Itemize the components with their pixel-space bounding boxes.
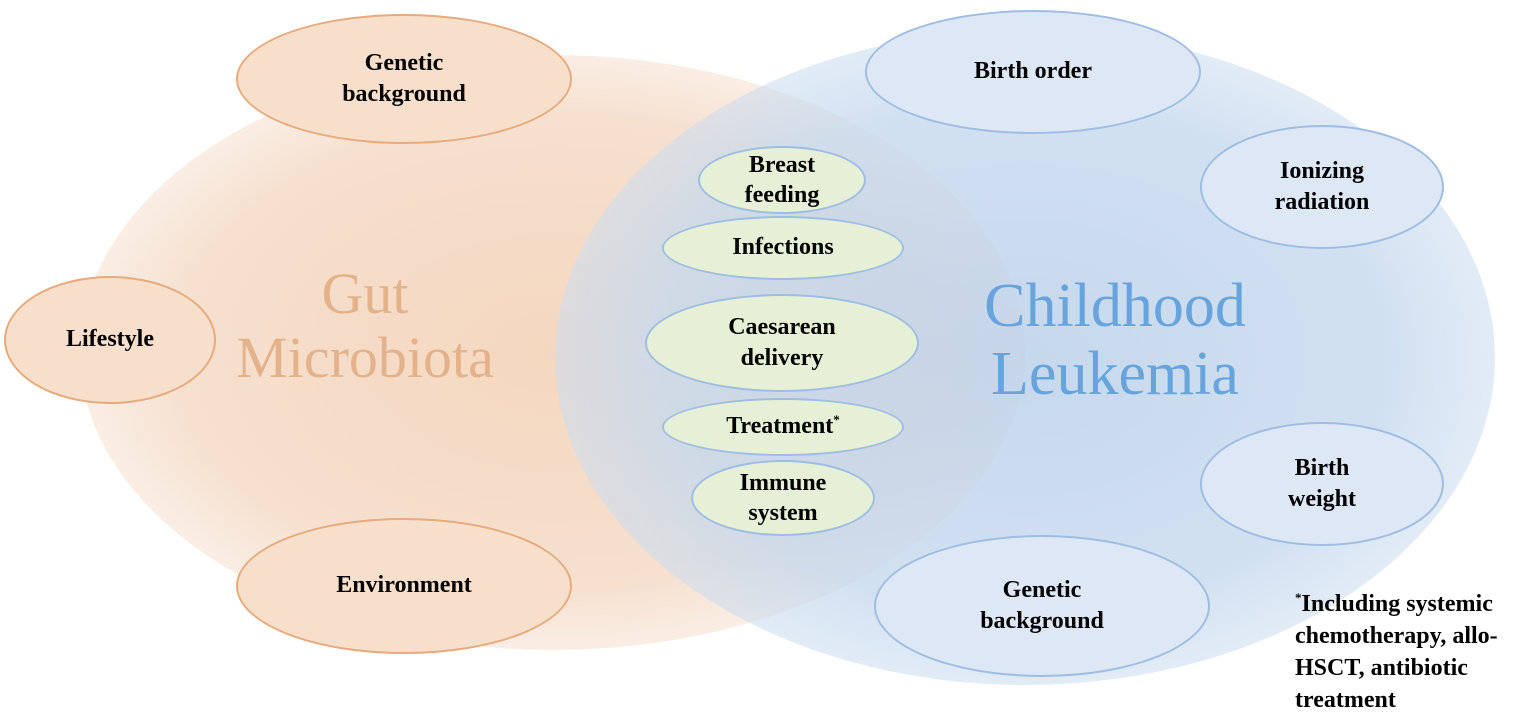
factor-label: Treatment: [726, 413, 834, 440]
footnote-line2: chemotherapy, allo-: [1295, 623, 1498, 649]
factor-label-line1: Caesarean: [728, 313, 836, 340]
childhood-leukemia-title: Childhood Leukemia: [960, 272, 1270, 408]
footnote-line1: Including systemic: [1301, 591, 1493, 617]
factor-genetic-background-gut: Genetic background: [236, 14, 572, 144]
factor-label-line2: radiation: [1274, 189, 1370, 215]
factor-label-line2: weight: [1288, 486, 1356, 512]
factor-label-line1: Genetic: [364, 49, 444, 76]
factor-label-line2: background: [342, 81, 466, 107]
shared-factor-infections: Infections: [662, 216, 904, 280]
leukemia-title-line2: Leukemia: [991, 340, 1239, 409]
factor-birth-weight: Birth weight: [1200, 422, 1444, 546]
factor-label-line2: system: [748, 500, 818, 526]
factor-environment: Environment: [236, 518, 572, 654]
footnote-line4: treatment: [1295, 687, 1396, 713]
shared-factor-treatment: Treatment*: [662, 398, 904, 456]
factor-genetic-background-leukemia: Genetic background: [874, 535, 1210, 677]
factor-label-line2: delivery: [740, 345, 824, 371]
factor-label-line1: Birth: [1294, 454, 1350, 481]
factor-birth-order: Birth order: [865, 10, 1201, 134]
footnote-mark: *: [1295, 590, 1302, 605]
shared-factor-breast-feeding: Breast feeding: [698, 146, 866, 214]
factor-label-line1: Breast: [748, 152, 816, 178]
factor-label-line1: Immune: [739, 470, 827, 496]
factor-label: Birth order: [974, 58, 1092, 85]
factor-lifestyle: Lifestyle: [4, 276, 216, 404]
factor-label: Environment: [336, 572, 472, 599]
shared-factor-immune-system: Immune system: [691, 460, 875, 536]
factor-ionizing-radiation: Ionizing radiation: [1200, 125, 1444, 249]
factor-label: Infections: [732, 234, 834, 261]
footnote-asterisk: *: [833, 412, 840, 428]
factor-label-line1: Genetic: [1002, 576, 1082, 603]
factor-label: Lifestyle: [66, 326, 154, 353]
gut-title-line2: Microbiota: [236, 324, 494, 390]
factor-label-line2: background: [980, 608, 1104, 634]
gut-microbiota-title: Gut Microbiota: [205, 262, 525, 390]
leukemia-title-line1: Childhood: [984, 272, 1246, 340]
gut-title-line1: Gut: [321, 261, 409, 326]
shared-factor-caesarean-delivery: Caesarean delivery: [645, 294, 919, 392]
factor-label-line1: Ionizing: [1279, 157, 1365, 184]
footnote-line3: HSCT, antibiotic: [1295, 655, 1468, 681]
treatment-footnote: *Including systemic chemotherapy, allo- …: [1295, 582, 1530, 716]
factor-label-line2: feeding: [744, 182, 820, 208]
